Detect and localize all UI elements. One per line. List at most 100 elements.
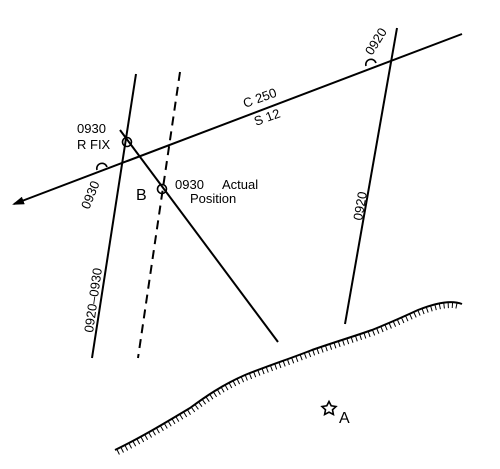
coast-hatch-mark (120, 446, 124, 453)
coast-hatch-mark (299, 354, 303, 361)
actual-word-label: Actual (222, 177, 258, 192)
coast-hatch-mark (232, 380, 237, 387)
time-label-left: 0930 (78, 179, 103, 211)
coast-hatch-mark (438, 303, 441, 310)
actual-position-circle (156, 183, 168, 195)
coast-hatch-mark (316, 348, 320, 355)
coast-hatch-mark (205, 396, 210, 402)
coast-hatch-mark (388, 322, 392, 329)
time-tick-left (95, 162, 108, 171)
coast-hatch-mark (212, 391, 218, 398)
coast-hatch-mark (295, 356, 299, 362)
coast-hatch-mark (198, 401, 203, 407)
coast-hatch-mark (265, 366, 269, 373)
coast-hatch-mark (392, 321, 397, 327)
coast-hatch-mark (159, 425, 164, 432)
right-lop-line (344, 27, 398, 325)
coast-hatch-mark (240, 376, 245, 383)
coast-hatch-mark (308, 351, 312, 358)
coast-hatch-mark (342, 339, 345, 346)
coast-hatch-mark (132, 440, 137, 447)
coast-hatch-mark (324, 345, 328, 352)
course-line (12, 33, 463, 205)
time-label-top-right: 0920 (362, 25, 390, 57)
coast-hatch-mark (171, 418, 176, 425)
fix-circle (121, 136, 133, 148)
coast-hatch-mark (140, 436, 145, 443)
coast-hatch-mark (144, 434, 149, 441)
coast-hatch-mark (396, 319, 401, 326)
coast-hatch-mark (333, 342, 337, 349)
coast-hatch-mark (209, 393, 214, 400)
speed-label: S 12 (252, 106, 282, 129)
coast-hatch-mark (359, 334, 362, 341)
coast-hatch-mark (346, 338, 350, 345)
coast-hatch-mark (303, 352, 307, 359)
coast-hatch-mark (148, 432, 153, 438)
coast-hatch-mark (434, 304, 437, 311)
coast-hatch-mark (167, 420, 172, 427)
dashed-lop-line (137, 71, 181, 359)
coast-hatch-mark (430, 305, 433, 312)
coast-hatch-mark (291, 357, 295, 364)
fix-label: R FIX (77, 137, 111, 152)
coast-hatch-mark (337, 341, 341, 348)
coast-hatch-mark (417, 309, 421, 316)
coast-hatch-mark (282, 360, 286, 367)
coast-hatch-mark (367, 331, 371, 338)
coast-hatch-mark (443, 302, 445, 309)
coast-hatch-mark (409, 313, 413, 320)
coast-hatch-mark (312, 349, 316, 356)
coast-hatch-mark (190, 406, 196, 413)
coast-hatch-mark (201, 399, 207, 405)
coast-hatch-mark (413, 311, 417, 318)
coast-hatch-mark (253, 371, 257, 378)
coast-hatch-mark (425, 306, 429, 313)
coast-hatch-mark (152, 429, 156, 436)
coast-hatch-mark (124, 444, 129, 451)
coast-hatch-mark (216, 389, 221, 395)
coast-hatch-mark (236, 378, 241, 385)
coast-hatch-mark (257, 369, 261, 376)
fix-time-label: 0930 (77, 121, 106, 136)
coast-hatch-mark (224, 384, 229, 391)
coast-hatch-mark (183, 411, 188, 418)
coast-hatch-mark (354, 335, 358, 342)
coast-hatch-mark (384, 324, 388, 331)
coast-hatch-mark (220, 386, 225, 393)
right-lop-label: 0920 (350, 190, 370, 221)
coast-hatch-mark (286, 359, 290, 366)
coast-hatch-mark (455, 302, 458, 309)
coast-hatch-mark (380, 326, 384, 333)
star-icon (320, 399, 338, 416)
coast-hatch-mark (274, 363, 278, 370)
coast-hatch-mark (376, 327, 380, 334)
coast-hatch-mark (194, 404, 199, 410)
coast-hatch-mark (363, 332, 367, 339)
coast-hatch-mark (248, 373, 253, 380)
bearing-line (119, 129, 279, 343)
coast-hatch-mark (371, 329, 376, 336)
coast-hatch-mark (269, 365, 273, 372)
coast-hatch-mark (136, 438, 141, 445)
point-b-label: B (136, 187, 147, 204)
advanced-lop-line (91, 73, 137, 359)
coast-hatch-mark (175, 416, 180, 422)
coast-hatch-mark (179, 413, 184, 420)
coast-hatch-mark (244, 374, 248, 381)
coast-hatch-mark (400, 317, 405, 324)
coast-hatch-mark (163, 423, 168, 429)
landmark-label: A (339, 410, 350, 427)
coast-hatch-mark (155, 427, 160, 434)
actual-time-label: 0930 (175, 177, 204, 192)
coast-hatch-mark (421, 308, 425, 315)
coast-hatch-mark (116, 448, 120, 455)
time-tick-right (364, 58, 377, 67)
coastline-hatching (116, 302, 458, 455)
coast-hatch-mark (128, 442, 133, 449)
coast-hatch-mark (320, 346, 324, 353)
coast-hatch-mark (186, 409, 191, 415)
coast-hatch-mark (350, 336, 354, 343)
actual-position-label: Position (190, 191, 236, 206)
